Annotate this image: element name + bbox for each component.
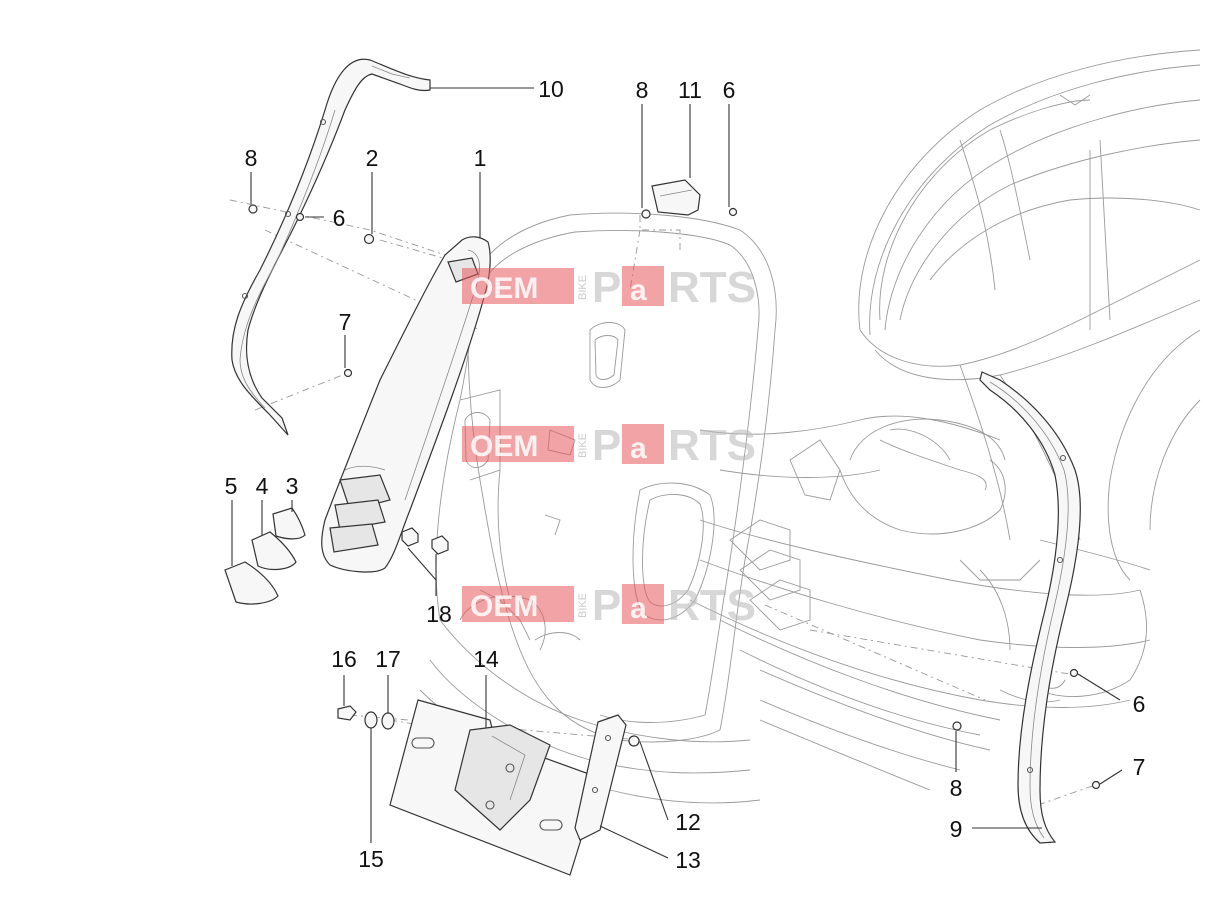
part-9-trim-strip-right — [979, 371, 1081, 844]
watermark-2: OEM BIKE P a RTS — [462, 421, 756, 470]
part-18-cubes — [401, 527, 449, 555]
watermark-rts: RTS — [668, 421, 756, 470]
part-14-license-plate-bracket — [389, 699, 601, 876]
watermark-bike: BIKE — [577, 593, 589, 618]
part-1-horn-cover — [321, 236, 491, 573]
callout-3: 3 — [286, 473, 299, 499]
part-5-grille-insert — [224, 561, 279, 605]
callout-6-top: 6 — [723, 77, 736, 103]
callout-8-top: 8 — [636, 77, 649, 103]
callout-4: 4 — [256, 473, 269, 499]
leader-lines — [231, 87, 1123, 859]
callout-8-bottom: 8 — [950, 775, 963, 801]
callout-14: 14 — [473, 646, 499, 672]
part-17-washer — [381, 712, 395, 730]
callout-5: 5 — [225, 473, 238, 499]
callout-9: 9 — [950, 816, 963, 842]
callout-6-right: 6 — [1133, 691, 1146, 717]
watermark-a: a — [630, 274, 647, 307]
part-10-trim-strip-left — [231, 58, 431, 436]
part-3-grille-insert — [272, 507, 306, 540]
callout-18: 18 — [426, 601, 452, 627]
fasteners — [248, 204, 1101, 790]
part-11-bracket — [651, 179, 701, 216]
callout-16: 16 — [331, 646, 357, 672]
callout-11: 11 — [678, 77, 702, 103]
watermark-p: P — [592, 263, 621, 312]
callout-1: 1 — [474, 145, 487, 171]
watermark-rts: RTS — [668, 263, 756, 312]
callout-labels: 1 2 3 4 5 6 6 6 7 7 8 8 8 9 10 11 12 13 … — [225, 76, 1146, 873]
part-13-bracket — [574, 714, 627, 841]
watermark-oem: OEM — [470, 272, 538, 305]
watermark-p: P — [592, 581, 621, 630]
watermark-bike: BIKE — [577, 433, 589, 458]
watermark-3: OEM BIKE P a RTS — [462, 581, 756, 630]
callout-17: 17 — [375, 646, 401, 672]
watermark-p: P — [592, 421, 621, 470]
watermark-bike: BIKE — [577, 275, 589, 300]
part-4-grille-insert — [251, 531, 297, 571]
callout-2: 2 — [366, 145, 379, 171]
part-15-washer — [364, 711, 378, 729]
watermark-a: a — [630, 432, 647, 465]
watermark-a: a — [630, 592, 647, 625]
callout-7-left: 7 — [339, 309, 352, 335]
watermark-rts: RTS — [668, 581, 756, 630]
callout-7-right: 7 — [1133, 754, 1146, 780]
watermark-oem: OEM — [470, 590, 538, 623]
callout-15: 15 — [358, 846, 384, 872]
callout-12: 12 — [675, 809, 701, 835]
callout-6-left: 6 — [333, 205, 346, 231]
callout-10: 10 — [538, 76, 564, 102]
callout-13: 13 — [675, 847, 701, 873]
callout-8-left: 8 — [245, 145, 258, 171]
watermark-1: OEM BIKE P a RTS — [462, 263, 756, 312]
watermark-oem: OEM — [470, 430, 538, 463]
part-16-bolt — [337, 705, 357, 721]
